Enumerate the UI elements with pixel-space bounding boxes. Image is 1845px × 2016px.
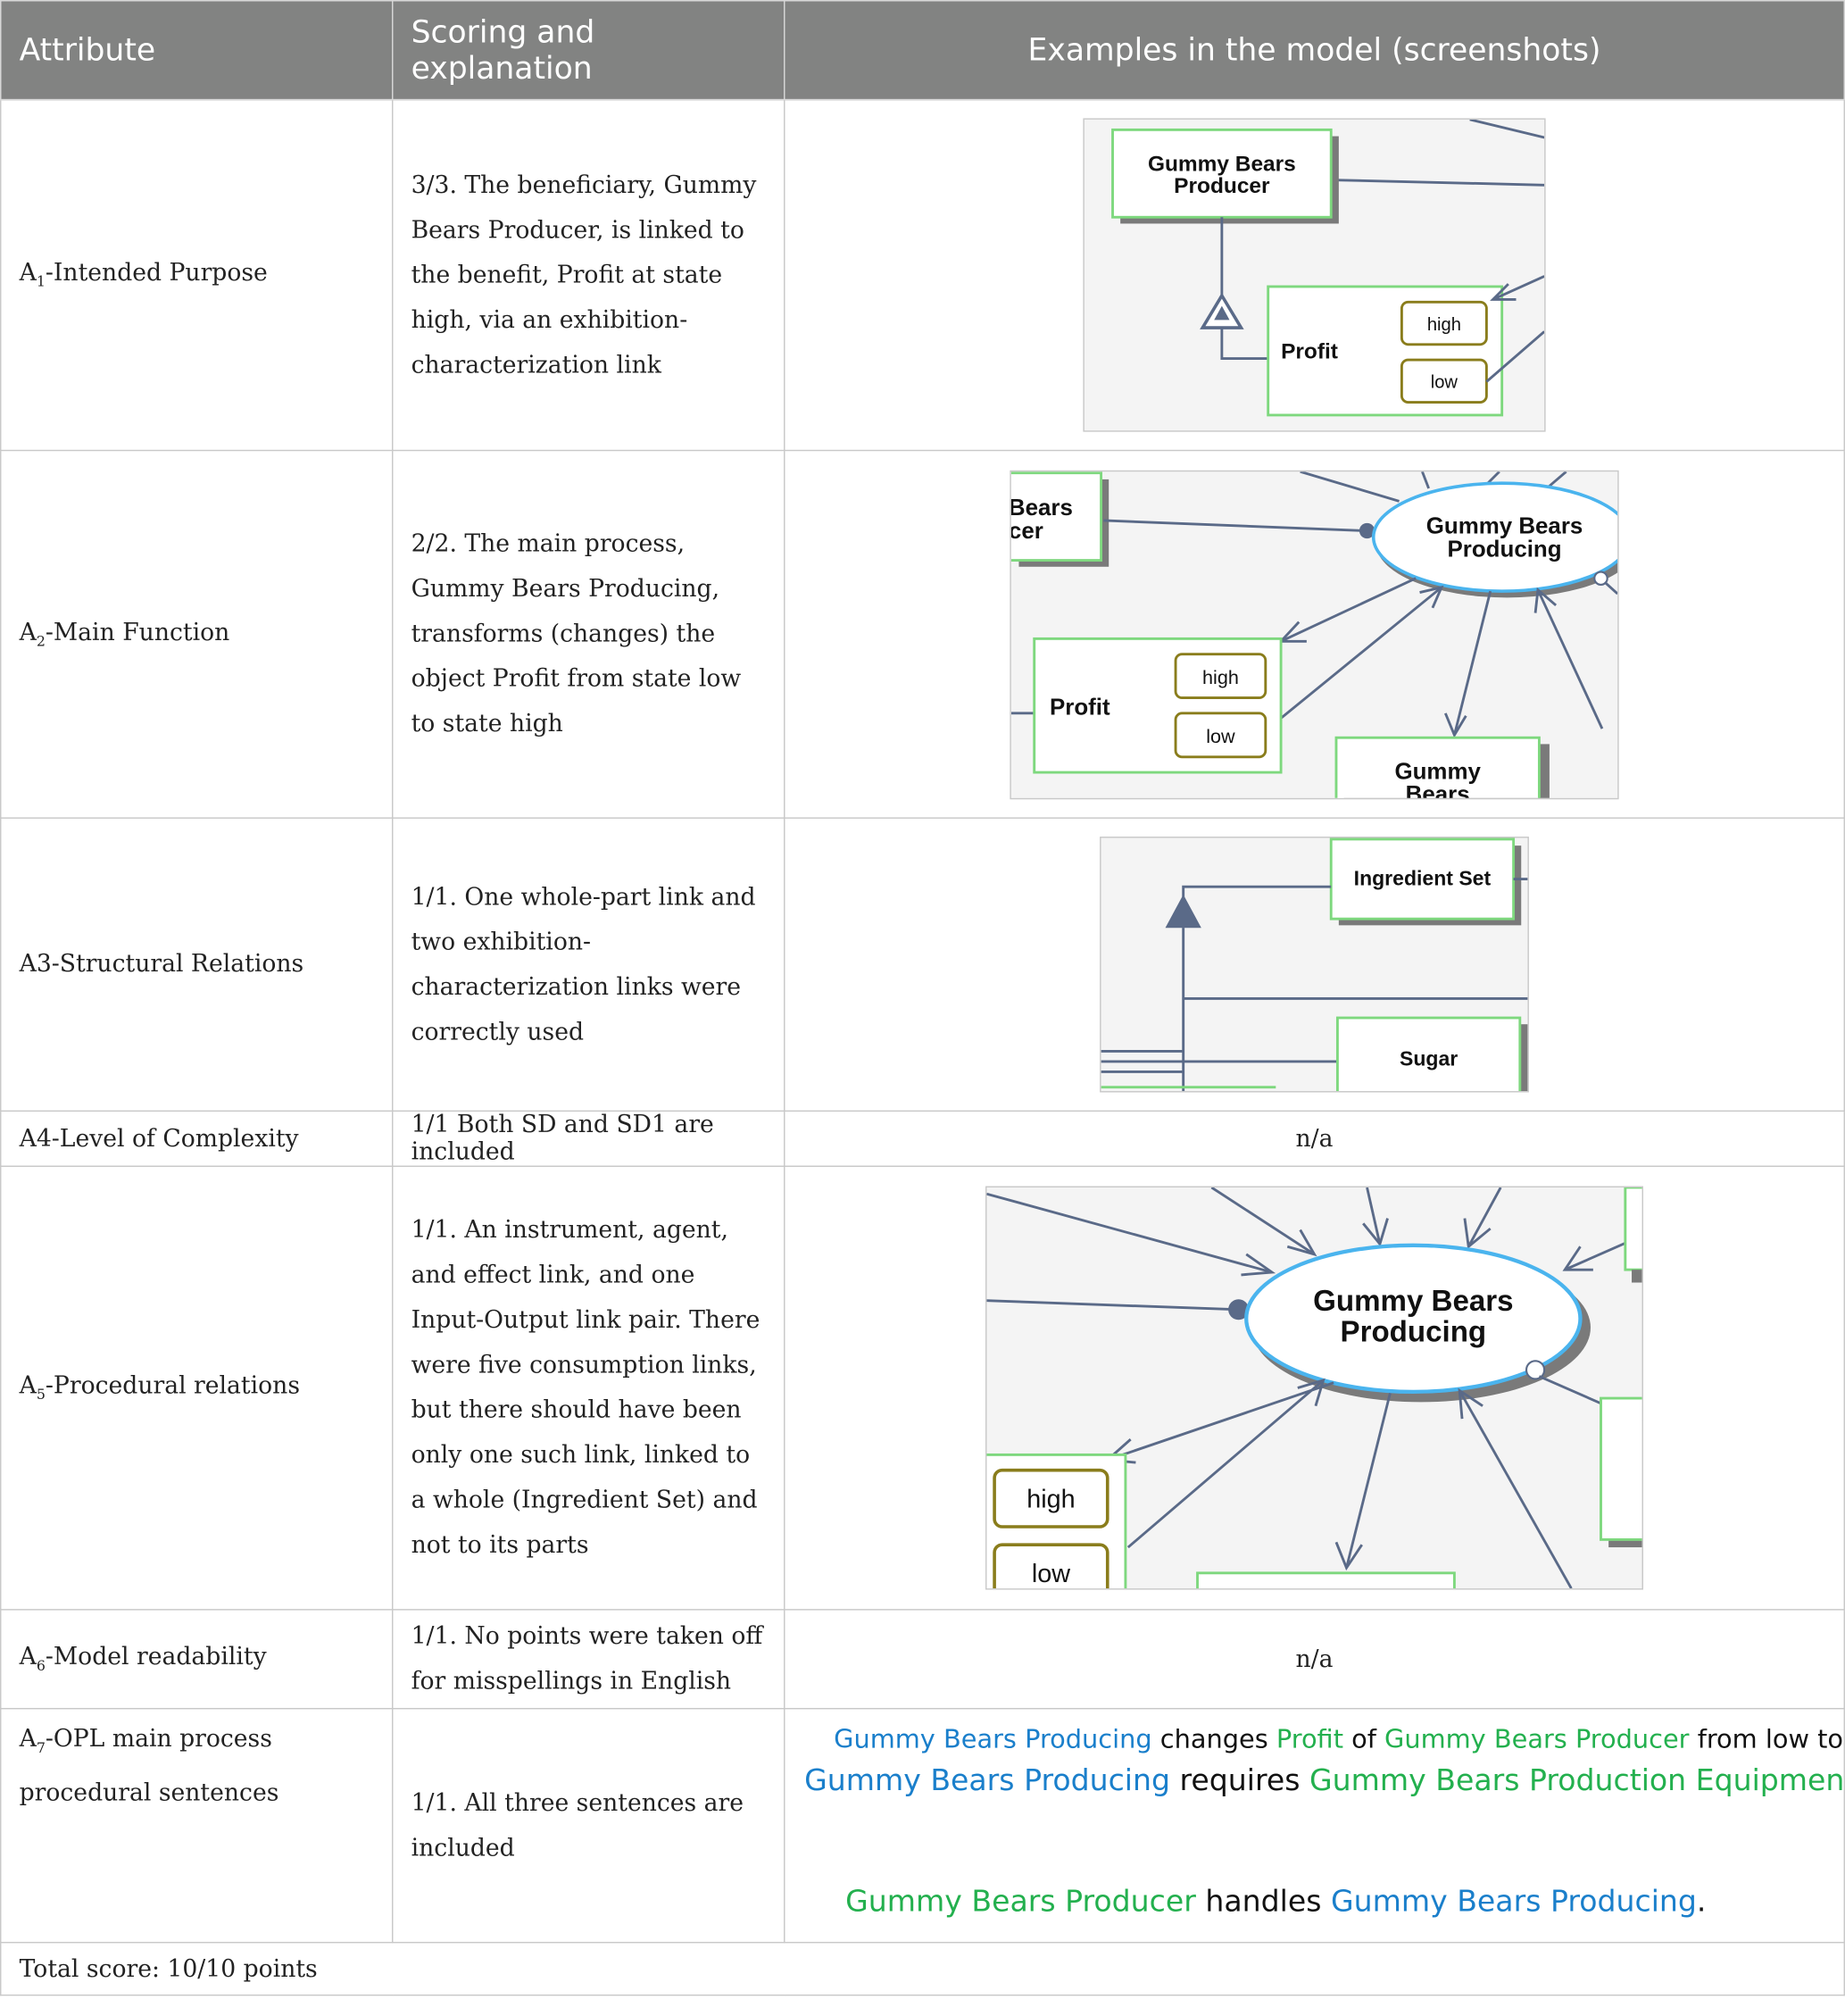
opl-sentence-3: Gummy Bears Producer handles Gummy Bears… [845,1885,1706,1918]
example-cell: Gummy Bears Producing [784,1165,1845,1611]
attr-prefix: A [19,1726,37,1754]
attribute-cell: A5-Procedural relations [0,1165,394,1611]
producing-label-1: Gummy Bears [1426,513,1583,538]
producer-cut-1: Bears [1011,495,1073,520]
opl-text: requires [1170,1763,1309,1798]
header-attribute: Attribute [0,0,394,101]
table-row: A3-Structural Relations 1/1. One whole-p… [0,817,1845,1112]
example-cell: Gummy Bears Producer Profit high low [784,98,1845,452]
attr-rest: -Procedural relations [45,1372,301,1400]
table-row: A7-OPL main process procedural sentences… [0,1707,1845,1944]
opl-object: Profit [1276,1722,1343,1754]
explanation-cell: 1/1. An instrument, agent, and effect li… [392,1165,785,1611]
attribute-cell: A1-Intended Purpose [0,98,394,452]
opl-sentence-2: Gummy Bears Producing requires Gummy Bea… [804,1764,1845,1797]
opl-process: Gummy Bears Producing [1330,1884,1697,1919]
attr-rest: -Main Function [45,619,230,646]
table-row: A6-Model readability 1/1. No points were… [0,1609,1845,1710]
screenshot-main-function: Bears cer Gummy Bears Producing [1010,470,1619,799]
state-low: low [1431,373,1459,393]
opl-process: Gummy Bears Producing [834,1722,1152,1754]
producing-label-2: Producing [1341,1316,1487,1349]
header-examples: Examples in the model (screenshots) [784,0,1845,101]
explanation-cell: 1/1. All three sentences are included [392,1707,785,1944]
opl-text: . [1696,1884,1707,1919]
opl-process: Gummy Bears Producing [804,1763,1171,1798]
opl-object: Gummy Bears Producer [845,1884,1196,1919]
header-scoring: Scoring and explanation [392,0,785,101]
example-cell: n/a [784,1110,1845,1167]
table-row: A5-Procedural relations 1/1. An instrume… [0,1165,1845,1611]
total-score: Total score: 10/10 points [0,1941,1845,1996]
example-cell: Gummy Bears Producing changes Profit of … [784,1707,1845,1944]
screenshot-intended-purpose: Gummy Bears Producer Profit high low [1083,118,1546,432]
header-row: Attribute Scoring and explanation Exampl… [0,0,1845,101]
table-row: A2-Main Function 2/2. The main process, … [0,449,1845,819]
opl-sentence-1: Gummy Bears Producing changes Profit of … [834,1723,1845,1754]
ingredient-set-label: Ingredient Set [1354,867,1492,890]
attribute-cell: A6-Model readability [0,1609,394,1710]
gummy-bears-cut-1: Gummy [1394,759,1481,784]
example-cell: Ingredient Set Sugar [784,817,1845,1112]
gummy-bears-cut-2: Bears [1406,781,1470,797]
state-high: high [1427,315,1461,335]
attr-sub: 6 [36,1657,46,1675]
opl-sentences: Gummy Bears Producing changes Profit of … [785,1710,1845,1941]
opl-text: changes [1151,1722,1276,1754]
explanation-cell: 1/1. One whole-part link and two exhibit… [392,817,785,1112]
explanation-cell: 2/2. The main process, Gummy Bears Produ… [392,449,785,819]
attr-prefix: A [19,1372,37,1400]
attr-rest: -OPL main process procedural sentences [19,1726,279,1807]
opl-text: from low to high. [1697,1722,1844,1754]
profit-label: Profit [1050,695,1110,720]
producer-label-1: Gummy Bears [1148,152,1296,176]
state-high: high [1026,1485,1075,1513]
footer-row: Total score: 10/10 points [0,1941,1845,1996]
opl-text: handles [1195,1884,1331,1919]
producing-label-1: Gummy Bears [1313,1285,1513,1318]
producer-label-2: Producer [1174,174,1270,198]
state-low: low [1032,1560,1070,1588]
screenshot-procedural-relations: Gummy Bears Producing [985,1186,1643,1590]
screenshot-structural-relations: Ingredient Set Sugar [1100,837,1529,1093]
example-cell: n/a [784,1609,1845,1710]
producing-label-2: Producing [1448,537,1562,562]
attribute-cell: A4-Level of Complexity [0,1110,394,1167]
attr-sub: 1 [36,273,46,291]
table-row: A4-Level of Complexity 1/1 Both SD and S… [0,1110,1845,1167]
attr-rest: -Intended Purpose [45,259,268,287]
state-low: low [1206,724,1235,746]
attr-rest: -Model readability [45,1644,267,1671]
explanation-cell: 3/3. The beneficiary, Gummy Bears Produc… [392,98,785,452]
attr-prefix: A [19,259,37,287]
attr-sub: 5 [36,1386,46,1404]
table-row: A1-Intended Purpose 3/3. The beneficiary… [0,98,1845,452]
state-high: high [1202,665,1239,687]
attr-prefix: A [19,1644,37,1671]
producer-cut-2: cer [1011,518,1043,543]
attr-sub: 2 [36,632,46,650]
opl-object: Gummy Bears Production Equipment [1309,1763,1845,1798]
attr-sub: 7 [36,1739,46,1757]
profit-label: Profit [1281,340,1338,364]
attribute-cell: A7-OPL main process procedural sentences [0,1707,394,1944]
explanation-cell: 1/1. No points were taken off for misspe… [392,1609,785,1710]
attr-prefix: A [19,619,37,646]
opl-object: Gummy Bears Producer [1384,1722,1690,1754]
sugar-label: Sugar [1400,1046,1458,1070]
attribute-cell: A3-Structural Relations [0,817,394,1112]
example-cell: Bears cer Gummy Bears Producing [784,449,1845,819]
explanation-cell: 1/1 Both SD and SD1 are included [392,1110,785,1167]
opl-text: of [1342,1722,1385,1754]
attribute-cell: A2-Main Function [0,449,394,819]
